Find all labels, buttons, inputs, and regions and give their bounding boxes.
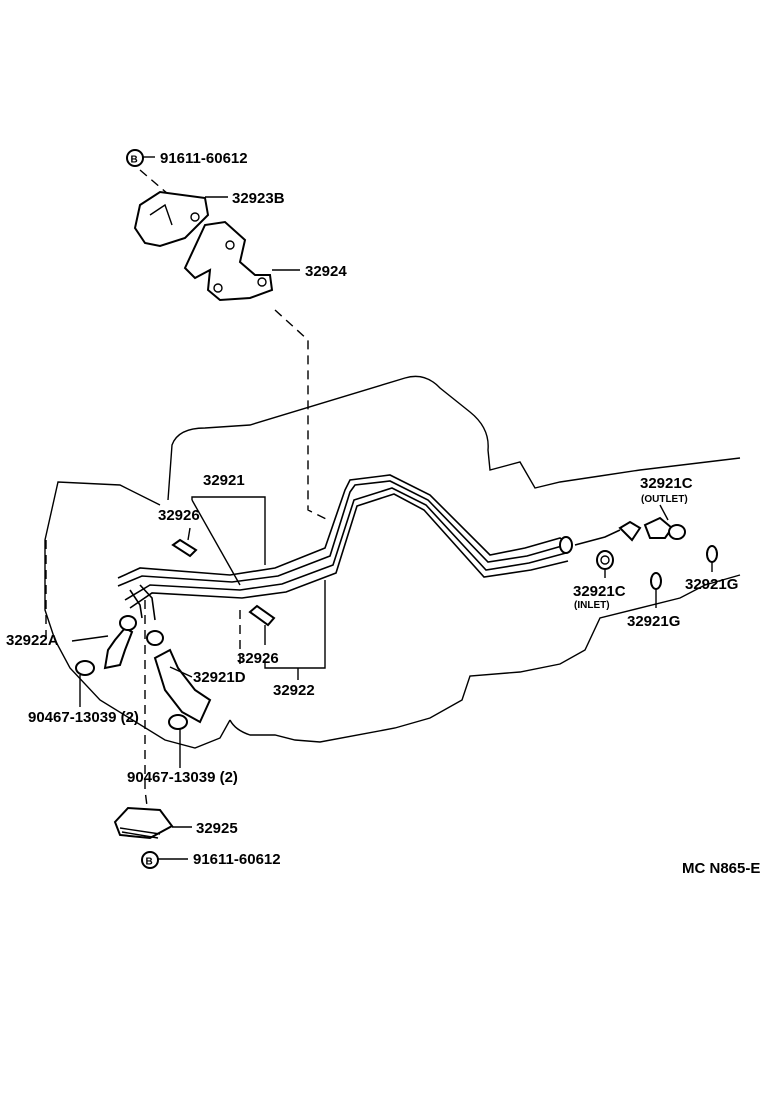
leader-32922 (264, 580, 326, 669)
hose-32922a-icon (75, 615, 164, 676)
bracket-32923b-icon (133, 190, 228, 248)
label-32925: 32925 (196, 820, 238, 837)
label-32921g-right: 32921G (685, 576, 738, 593)
note-outlet: (OUTLET) (641, 494, 688, 505)
label-clip-left: 90467-13039 (2) (28, 709, 139, 726)
svg-text:B: B (131, 155, 138, 166)
label-32921d: 32921D (193, 669, 246, 686)
bracket-32925-icon (113, 806, 192, 840)
union-inlet-icon (596, 550, 614, 578)
label-bolt-top: 91611-60612 (160, 150, 248, 167)
gasket-right-icon (706, 545, 718, 572)
gasket-lower-icon (650, 572, 662, 608)
label-bolt-bottom: 91611-60612 (193, 851, 281, 868)
label-32924: 32924 (305, 263, 347, 280)
label-clip-bottom: 90467-13039 (2) (127, 769, 238, 786)
note-inlet: (INLET) (574, 600, 610, 611)
label-32921g-lower: 32921G (627, 613, 680, 630)
union-outlet-icon (618, 504, 686, 542)
hose-32921d-icon (153, 648, 212, 730)
label-32921: 32921 (203, 472, 245, 489)
label-32926-upper: 32926 (158, 507, 200, 524)
bracket-32924-icon (183, 220, 300, 302)
label-32922a: 32922A (6, 632, 59, 649)
clamp-32926-upper-icon (171, 527, 198, 558)
label-32923b: 32923B (232, 190, 285, 207)
bolt-top-icon: B (126, 149, 155, 167)
reference-code: MC N865-E (682, 860, 760, 877)
transmission-housing-outline (44, 375, 741, 749)
bolt-bottom-icon: B (141, 851, 188, 869)
leader-32921 (191, 496, 266, 565)
label-32922: 32922 (273, 682, 315, 699)
svg-text:B: B (146, 857, 153, 868)
label-32921c-inlet: 32921C (573, 583, 626, 600)
oil-cooler-tubes (117, 474, 621, 621)
clamp-32926-lower-icon (248, 604, 276, 645)
label-32921c-outlet: 32921C (640, 475, 693, 492)
label-32926-lower: 32926 (237, 650, 279, 667)
